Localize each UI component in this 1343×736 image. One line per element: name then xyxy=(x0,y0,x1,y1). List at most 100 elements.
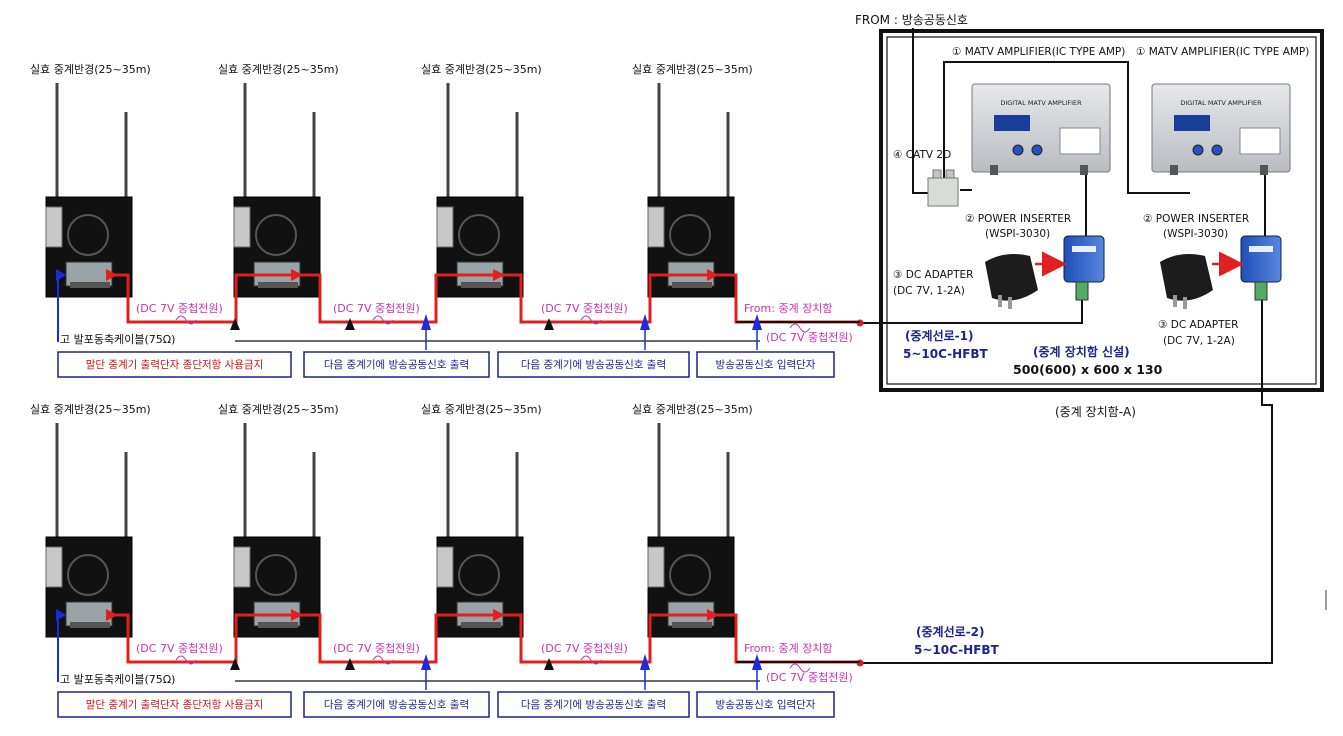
repeater-range-label: 실효 중계반경(25~35m) xyxy=(421,403,542,416)
repeater-range-label: 실효 중계반경(25~35m) xyxy=(218,63,339,76)
power-squiggle xyxy=(372,315,394,325)
signal-tap-arrow xyxy=(544,658,554,670)
input-power-label: (DC 7V 중첩전원) xyxy=(766,671,853,684)
line2-title: (중계선로-2) xyxy=(916,624,984,639)
power-input-arrow xyxy=(291,609,303,621)
power-inserter-1 xyxy=(1063,235,1105,301)
amp-link-cable xyxy=(943,61,1190,194)
inserter-label-1: ② POWER INSERTER xyxy=(965,213,1071,225)
adapter-spec-1: (DC 7V, 1-2A) xyxy=(893,285,965,297)
note-box-text: 다음 중계기에 방송공동신호 출력 xyxy=(324,359,469,371)
note-box-text: 다음 중계기에 방송공동신호 출력 xyxy=(521,359,666,371)
relay-enclosure: DIGITAL MATV AMPLIFIER ① MATV AMPLIFIER(… xyxy=(856,28,1324,667)
note-box xyxy=(696,691,835,718)
from-enclosure-label: From: 중계 장치함 xyxy=(744,642,833,655)
catv-label: ④ CATV 2D xyxy=(893,149,951,161)
repeater-1-2: 실효 중계반경(25~35m) xyxy=(218,63,339,298)
note-box-text: 다음 중계기에 방송공동신호 출력 xyxy=(324,699,469,711)
repeater-2-1: 실효 중계반경(25~35m) xyxy=(30,403,151,638)
line1-cable: 5~10C-HFBT xyxy=(903,347,989,361)
power-label: (DC 7V 중첩전원) xyxy=(541,642,628,655)
note-box xyxy=(57,351,292,378)
power-input-arrow xyxy=(707,269,719,281)
signal-tap-arrow xyxy=(230,658,240,670)
amp-label-2: ① MATV AMPLIFIER(IC TYPE AMP) xyxy=(1136,46,1309,58)
amp-faceplate-1: DIGITAL MATV AMPLIFIER xyxy=(1000,99,1082,107)
line2-cable: 5~10C-HFBT xyxy=(914,643,1000,657)
signal-tap-arrow xyxy=(544,318,554,330)
repeater-range-label: 실효 중계반경(25~35m) xyxy=(30,403,151,416)
enclosure-caption: (중계 장치함-A) xyxy=(1055,405,1136,419)
note-box xyxy=(57,691,292,718)
repeater-1-3: 실효 중계반경(25~35m) xyxy=(421,63,542,298)
repeater-range-label: 실효 중계반경(25~35m) xyxy=(218,403,339,416)
repeater-1-1: 실효 중계반경(25~35m) xyxy=(30,63,151,298)
power-label: (DC 7V 중첩전원) xyxy=(136,302,223,315)
inserter-label-2: ② POWER INSERTER xyxy=(1143,213,1249,225)
amp-faceplate-2: DIGITAL MATV AMPLIFIER xyxy=(1180,99,1262,107)
repeater-rows: 실효 중계반경(25~35m) 실효 중계반경(25~35m) 실효 중계반경(25… xyxy=(30,63,860,718)
signal-input-arrow xyxy=(640,654,650,670)
matv-amplifier-2: DIGITAL MATV AMPLIFIER xyxy=(1151,83,1291,175)
input-power-label: (DC 7V 중첩전원) xyxy=(766,331,853,344)
terminal-signal-arrow xyxy=(56,609,66,621)
power-squiggle xyxy=(789,323,811,333)
signal-input-arrow xyxy=(752,314,762,330)
signal-tap-arrow xyxy=(230,318,240,330)
relay-line-1-cable xyxy=(860,300,1083,324)
matv-amplifier-1: DIGITAL MATV AMPLIFIER xyxy=(971,83,1111,175)
terminal-signal-arrow xyxy=(56,269,66,281)
repeater-row-2: 실효 중계반경(25~35m) 실효 중계반경(25~35m) 실효 중계반경(25… xyxy=(30,403,860,718)
box-title: (중계 장치함 신설) xyxy=(1033,344,1130,359)
dc-adapter-1 xyxy=(985,254,1038,309)
repeater-range-label: 실효 중계반경(25~35m) xyxy=(30,63,151,76)
adapter-label-2: ③ DC ADAPTER xyxy=(1158,319,1238,331)
repeater-2-2: 실효 중계반경(25~35m) xyxy=(218,403,339,638)
repeater-row-1: 실효 중계반경(25~35m) 실효 중계반경(25~35m) 실효 중계반경(25… xyxy=(30,63,860,378)
power-squiggle xyxy=(372,655,394,665)
from-signal-label: FROM : 방송공동신호 xyxy=(855,13,968,27)
input-signal-cable xyxy=(912,28,930,194)
catv-splitter xyxy=(927,169,959,207)
repeater-range-label: 실효 중계반경(25~35m) xyxy=(632,63,753,76)
repeater-2-3: 실효 중계반경(25~35m) xyxy=(421,403,542,638)
power-label: (DC 7V 중첩전원) xyxy=(136,642,223,655)
enclosure-inner-border xyxy=(886,36,1317,385)
note-box xyxy=(497,691,690,718)
power-label: (DC 7V 중첩전원) xyxy=(541,302,628,315)
power-input-arrow xyxy=(106,609,118,621)
repeater-range-label: 실효 중계반경(25~35m) xyxy=(632,403,753,416)
power-squiggle xyxy=(789,663,811,673)
power-input-arrow xyxy=(106,269,118,281)
inserter-model-1: (WSPI-3030) xyxy=(985,228,1050,240)
coax-cable-label: 고 발포동축케이블(75Ω) xyxy=(60,333,175,346)
signal-input-arrow xyxy=(640,314,650,330)
signal-tap-arrow xyxy=(345,318,355,330)
power-input-arrow xyxy=(707,609,719,621)
power-input-arrow xyxy=(493,609,505,621)
signal-tap-arrow xyxy=(345,658,355,670)
repeater-range-label: 실효 중계반경(25~35m) xyxy=(421,63,542,76)
power-label: (DC 7V 중첩전원) xyxy=(333,302,420,315)
terminal-warning-text: 말단 중계기 출력단자 종단저항 사용금지 xyxy=(86,699,264,711)
power-input-arrow xyxy=(493,269,505,281)
enclosure-outer-border xyxy=(879,29,1324,392)
note-box-text: 방송공동신호 입력단자 xyxy=(716,698,816,711)
amp-label-1: ① MATV AMPLIFIER(IC TYPE AMP) xyxy=(952,46,1125,58)
power-squiggle xyxy=(580,315,602,325)
dc-adapter-2 xyxy=(1160,254,1213,309)
note-box xyxy=(303,351,490,378)
box-size: 500(600) x 600 x 130 xyxy=(1013,362,1163,377)
power-squiggle xyxy=(175,655,197,665)
coax-cable-label: 고 발포동축케이블(75Ω) xyxy=(60,673,175,686)
power-input-arrow xyxy=(291,269,303,281)
signal-input-arrow xyxy=(421,654,431,670)
inserter-model-2: (WSPI-3030) xyxy=(1163,228,1228,240)
repeater-1-4: 실효 중계반경(25~35m) xyxy=(632,63,753,298)
note-box xyxy=(696,351,835,378)
power-label: (DC 7V 중첩전원) xyxy=(333,642,420,655)
adapter-label-1: ③ DC ADAPTER xyxy=(893,269,973,281)
terminal-warning-text: 말단 중계기 출력단자 종단저항 사용금지 xyxy=(86,359,264,371)
